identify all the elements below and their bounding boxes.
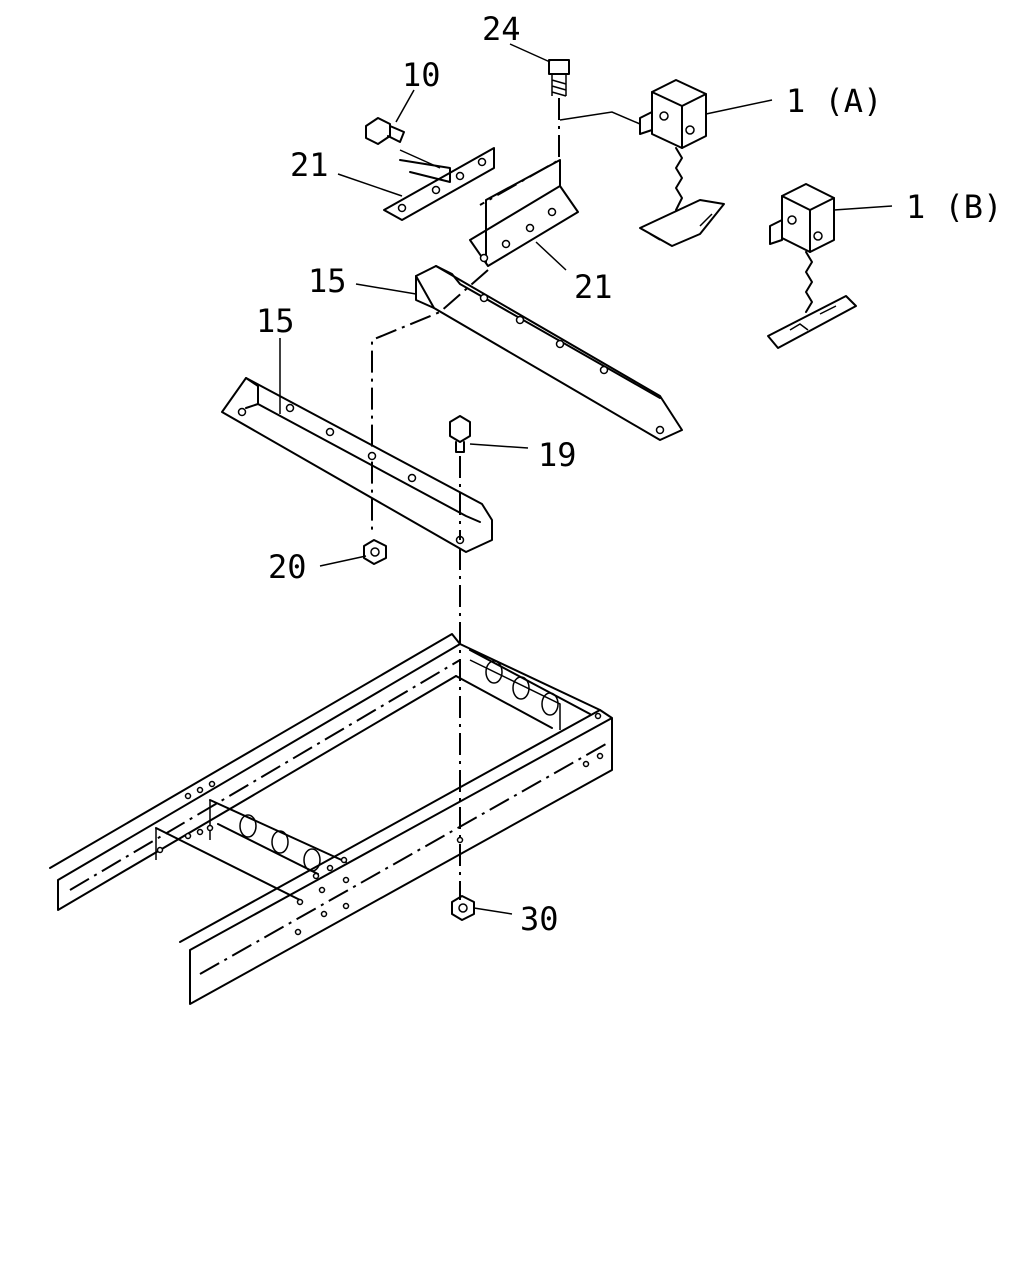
leader-1a [705, 99, 773, 115]
callout-30: 30 [520, 900, 559, 938]
leader-15-upper [355, 283, 417, 295]
leader-lines [279, 43, 893, 915]
callout-21-right: 21 [574, 268, 613, 306]
part-1b-switch[interactable] [767, 183, 857, 349]
part-30-nut[interactable] [451, 895, 475, 921]
callout-10: 10 [402, 56, 441, 94]
callout-1a: 1 (A) [786, 82, 882, 120]
leader-21-right [535, 241, 567, 271]
leader-19 [469, 443, 529, 449]
part-15-rail-lower[interactable] [221, 377, 493, 553]
part-1a-switch[interactable] [639, 79, 725, 247]
part-15-rail-upper[interactable] [415, 265, 683, 441]
part-24-bolt[interactable] [548, 59, 570, 97]
leader-20 [319, 555, 367, 567]
leader-24 [509, 43, 551, 63]
chassis-frame [49, 633, 613, 1005]
callout-20: 20 [268, 548, 307, 586]
part-21-bracket-right[interactable] [469, 159, 579, 267]
leader-30 [473, 907, 513, 915]
part-10-bolt[interactable] [365, 117, 405, 145]
leader-21-left [337, 173, 403, 197]
leader-1b [833, 205, 893, 211]
callout-1b: 1 (B) [906, 188, 1002, 226]
part-20-nut[interactable] [363, 539, 387, 565]
callout-15-upper: 15 [308, 262, 347, 300]
assembly-line-24 [479, 98, 560, 206]
callout-21-left: 21 [290, 146, 329, 184]
callout-24: 24 [482, 10, 521, 48]
assembly-line-1a [559, 111, 641, 125]
part-19-bolt[interactable] [449, 415, 471, 453]
assembly-line-20 [371, 269, 489, 530]
part-21-bracket-left[interactable] [383, 147, 495, 221]
leader-10 [395, 89, 415, 123]
callout-15-lower: 15 [256, 302, 295, 340]
callout-19: 19 [538, 436, 577, 474]
